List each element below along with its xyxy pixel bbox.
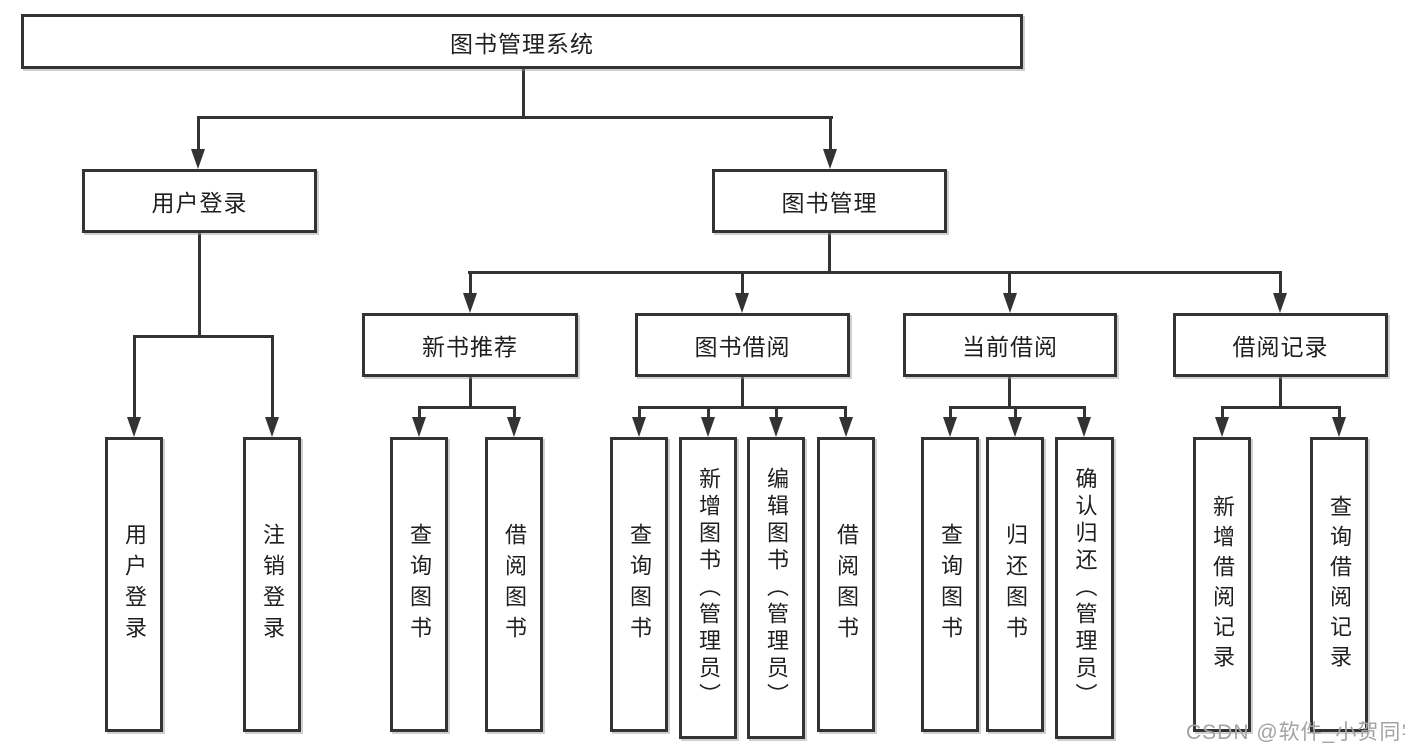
node-leaf-query-books-1: 查询图书	[390, 437, 448, 732]
connector-line	[638, 406, 847, 409]
connector-line	[1221, 406, 1340, 409]
connector-line	[638, 406, 641, 424]
connector-line	[1338, 406, 1341, 424]
connector-line	[198, 233, 201, 338]
connector-line	[522, 69, 525, 119]
node-leaf-add-books-admin: 新增图书（管理员）	[679, 437, 737, 739]
connector-line	[949, 406, 952, 424]
arrowhead-down-icon	[701, 417, 715, 437]
connector-line	[418, 406, 421, 424]
connector-line	[1221, 406, 1224, 424]
arrowhead-down-icon	[839, 417, 853, 437]
connector-line	[418, 406, 515, 409]
arrowhead-down-icon	[769, 417, 783, 437]
connector-line	[1279, 377, 1282, 409]
arrowhead-down-icon	[632, 417, 646, 437]
arrowhead-down-icon	[1008, 417, 1022, 437]
connector-line	[197, 116, 833, 119]
connector-line	[1279, 271, 1282, 299]
arrowhead-down-icon	[507, 417, 521, 437]
connector-line	[133, 335, 136, 422]
arrowhead-down-icon	[1077, 417, 1091, 437]
connector-line	[469, 377, 472, 409]
connector-line	[1008, 377, 1011, 409]
node-library-management-system: 图书管理系统	[21, 14, 1023, 69]
connector-line	[271, 335, 274, 422]
node-borrow-records: 借阅记录	[1173, 313, 1388, 377]
arrowhead-down-icon	[1273, 293, 1287, 313]
connector-line	[1014, 406, 1017, 424]
arrowhead-down-icon	[823, 149, 837, 169]
connector-line	[707, 406, 710, 424]
connector-line	[844, 406, 847, 424]
connector-line	[1008, 271, 1011, 299]
node-leaf-logout: 注销登录	[243, 437, 301, 732]
connector-line	[949, 406, 1085, 409]
node-leaf-add-borrow-record: 新增借阅记录	[1193, 437, 1251, 732]
arrowhead-down-icon	[943, 417, 957, 437]
arrowhead-down-icon	[1332, 417, 1346, 437]
node-book-management: 图书管理	[712, 169, 947, 233]
node-leaf-borrow-books-2: 借阅图书	[817, 437, 875, 732]
node-leaf-query-books-2: 查询图书	[610, 437, 668, 732]
connector-line	[1083, 406, 1086, 424]
csdn-watermark: CSDN @软件_小贺同学	[1186, 721, 1405, 744]
node-new-book-recommend: 新书推荐	[362, 313, 578, 377]
node-leaf-query-borrow-record: 查询借阅记录	[1310, 437, 1368, 732]
connector-line	[469, 271, 472, 299]
connector-line	[829, 116, 832, 154]
arrowhead-down-icon	[735, 293, 749, 313]
connector-line	[741, 271, 744, 299]
node-leaf-confirm-return-admin: 确认归还（管理员）	[1055, 437, 1114, 739]
connector-line	[133, 335, 274, 338]
arrowhead-down-icon	[127, 417, 141, 437]
node-current-borrow: 当前借阅	[903, 313, 1117, 377]
node-user-login: 用户登录	[82, 169, 317, 233]
connector-line	[513, 406, 516, 424]
node-leaf-borrow-books-1: 借阅图书	[485, 437, 543, 732]
arrowhead-down-icon	[1003, 293, 1017, 313]
arrowhead-down-icon	[412, 417, 426, 437]
node-leaf-query-books-3: 查询图书	[921, 437, 979, 732]
connector-line	[468, 271, 1282, 274]
connector-line	[197, 116, 200, 154]
arrowhead-down-icon	[463, 293, 477, 313]
node-leaf-user-login: 用户登录	[105, 437, 163, 732]
connector-line	[775, 406, 778, 424]
node-leaf-edit-books-admin: 编辑图书（管理员）	[747, 437, 805, 739]
node-book-borrow: 图书借阅	[635, 313, 850, 377]
arrowhead-down-icon	[191, 149, 205, 169]
arrowhead-down-icon	[265, 417, 279, 437]
connector-line	[741, 377, 744, 409]
arrowhead-down-icon	[1215, 417, 1229, 437]
node-leaf-return-books: 归还图书	[986, 437, 1044, 732]
connector-line	[828, 233, 831, 274]
